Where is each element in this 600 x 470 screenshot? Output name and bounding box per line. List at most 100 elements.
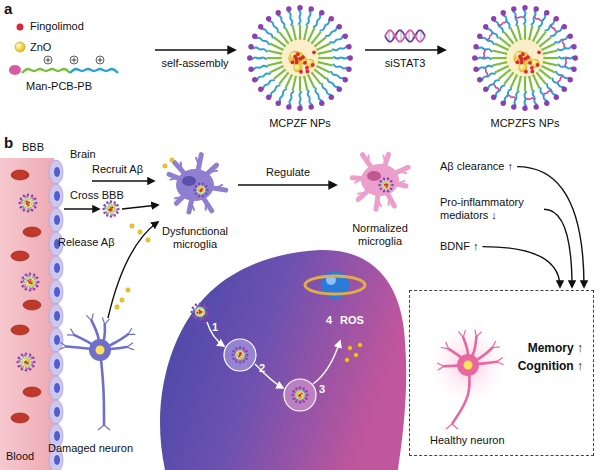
illustration-circle [301,55,305,59]
figure-label: Release Aβ [58,236,114,249]
illustration-line [24,282,27,283]
illustration-path [106,213,107,214]
figure-label: Normalized microglia [330,222,430,248]
illustration-path [557,46,572,51]
illustration-circle [337,87,342,92]
illustration-line [203,312,206,313]
illustration-circle [235,347,237,349]
illustration-circle [305,70,309,74]
illustration-circle [295,387,297,389]
illustration-line [318,51,333,54]
zno-sphere [15,42,25,52]
illustration-circle [286,6,291,11]
figure-label: Fingolimod [30,20,84,33]
illustration-circle [292,390,294,392]
endothelial-nucleus [54,311,60,321]
illustration-line [23,200,25,201]
illustration-circle [245,358,247,360]
illustration-line [318,57,333,59]
illustration-path [251,57,266,59]
illustration-circle [276,101,281,106]
illustration-circle [537,50,541,54]
illustration-line [203,187,205,188]
illustration-circle [201,311,203,313]
illustration-line [181,163,182,171]
nanoparticle [193,183,208,198]
illustration-circle [239,354,241,356]
illustration-circle [29,368,31,370]
illustration-circle [319,10,324,15]
illustration-path [482,73,496,80]
illustration-circle [303,400,305,402]
illustration-circle [266,95,271,100]
illustration-line [21,359,23,360]
nanoparticle [231,346,248,363]
illustration-path [305,396,307,397]
illustration-path [498,20,506,26]
illustration-circle [343,34,348,39]
illustration-circle [112,206,114,208]
figure-label: Blood [6,450,34,463]
illustration-line [267,51,282,54]
illustration-path [313,14,320,28]
illustration-line [32,277,33,279]
illustration-circle [198,195,200,197]
illustration-circle [28,202,30,204]
illustration-circle [206,315,208,317]
illustration-circle [206,189,208,191]
amyloid-beta [358,343,362,347]
illustration-circle [533,6,538,11]
illustration-line [23,365,24,367]
illustration-circle [195,304,197,306]
illustration-line [203,191,205,192]
illustration-path [263,80,275,89]
panel-b [0,154,513,470]
illustration-line [196,158,199,165]
arrow-line [155,49,235,51]
nanoparticle [20,272,39,291]
arrow-line [207,322,224,346]
illustration-circle [292,398,294,400]
illustration-path [554,35,568,42]
endothelial-nucleus [54,383,60,393]
illustration-line [197,307,198,309]
amyloid-beta [120,298,124,302]
illustration-circle [114,214,116,216]
illustration-path [298,388,299,390]
illustration-path [280,89,287,103]
illustration-line [543,62,558,65]
illustration-circle [329,16,334,21]
illustration-line [100,58,101,63]
illustration-circle [528,61,532,65]
illustration-path [256,38,270,45]
illustration-circle [305,66,309,70]
illustration-circle [70,56,78,64]
illustration-circle [110,210,112,212]
illustration-circle [252,34,257,39]
illustration-line [103,318,105,325]
illustration-circle [295,60,299,64]
illustration-path [331,71,345,78]
endothelial-nucleus [54,191,60,201]
illustration-path [23,354,25,356]
illustration-line [304,25,307,40]
figure-label: 1 [212,321,218,334]
illustration-line [111,204,112,206]
illustration-circle [23,198,33,208]
illustration-line [236,356,238,357]
illustration-circle [297,5,302,10]
illustration-path [194,316,195,317]
illustration-line [317,43,331,50]
illustration-circle [505,38,546,79]
illustration-path [18,359,20,361]
illustration-line [107,207,109,208]
illustration-circle [568,77,573,82]
illustration-circle [239,352,241,354]
illustration-line [195,314,197,315]
illustration-path [478,66,493,71]
illustration-line [529,25,532,40]
illustration-circle [231,354,233,356]
figure-label: ROS [340,314,364,327]
illustration-line [27,285,28,287]
illustration-line [27,277,28,279]
